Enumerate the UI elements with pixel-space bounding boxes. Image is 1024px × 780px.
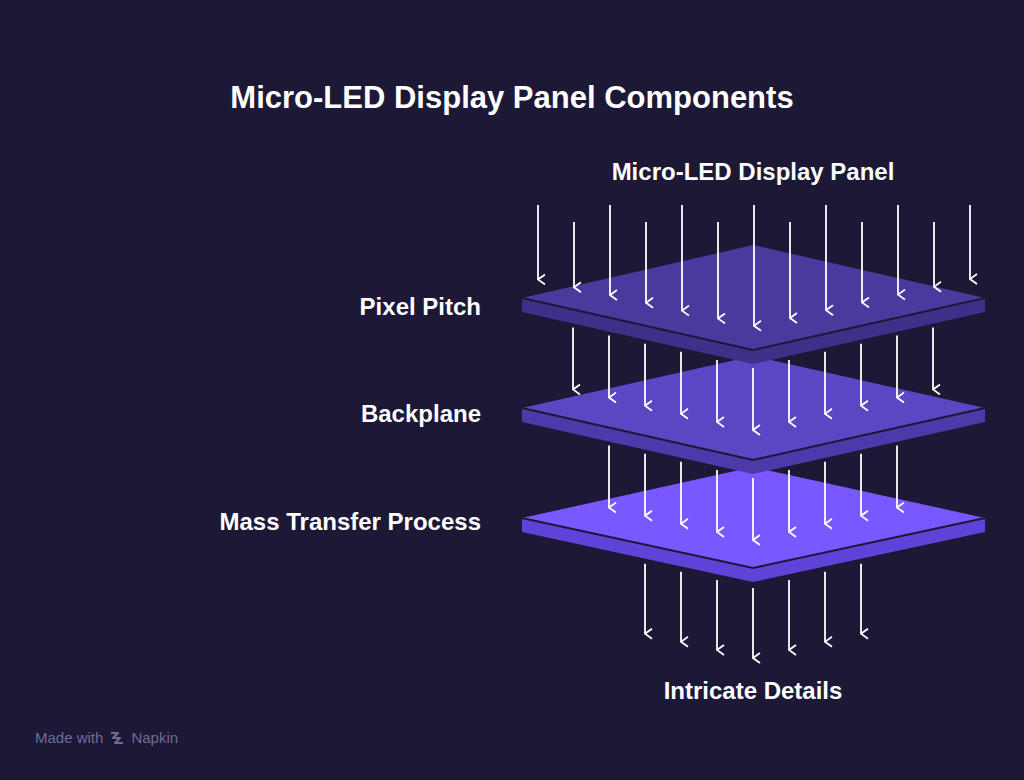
flow-arrow [609,205,611,295]
flow-arrow [716,360,718,422]
flow-arrow [897,205,899,295]
flow-arrow [789,222,791,318]
flow-arrow [896,446,898,508]
flow-arrow [608,446,610,508]
diagram-title: Micro-LED Display Panel Components [230,80,793,116]
flow-arrow [860,454,862,516]
flow-arrow [680,462,682,524]
flow-arrow [824,462,826,524]
flow-arrow [716,470,718,532]
watermark: Made with Napkin [35,729,178,746]
flow-arrow [752,588,754,658]
flow-arrow [573,222,575,287]
flow-arrow [825,205,827,310]
watermark-text: Made with [35,729,103,746]
flow-arrow [753,205,755,326]
flow-arrow [644,454,646,516]
flow-arrow [824,352,826,414]
flow-arrow [933,222,935,287]
flow-arrow [860,564,862,634]
layer-label: Pixel Pitch [360,293,481,321]
layer-label: Mass Transfer Process [220,508,481,536]
flow-arrow [572,327,574,389]
mass-transfer-plate [522,467,985,582]
napkin-logo [109,730,125,746]
flow-arrow [752,478,754,540]
flow-arrow [861,222,863,302]
flow-arrows [538,205,970,658]
flow-arrow [608,336,610,398]
flow-arrow [788,360,790,422]
flow-arrow [896,336,898,398]
flow-arrow [824,572,826,642]
flow-arrow [716,580,718,650]
flow-arrow [932,327,934,389]
flow-arrow [860,344,862,406]
flow-arrow [681,205,683,311]
flow-arrow [680,352,682,414]
panel-label: Micro-LED Display Panel [612,158,895,186]
backplane-plate [522,356,985,474]
flow-arrow [788,580,790,650]
flow-arrow [788,470,790,532]
flow-arrow [644,564,646,634]
watermark-text: Napkin [131,729,178,746]
flow-arrow [969,205,971,279]
flow-arrow [537,205,539,279]
flow-arrow [645,222,647,303]
flow-arrow [752,368,754,430]
flow-arrow [680,572,682,642]
flow-arrow [717,222,719,318]
output-label: Intricate Details [664,677,843,705]
layer-label: Backplane [361,400,481,428]
flow-arrow [644,344,646,406]
